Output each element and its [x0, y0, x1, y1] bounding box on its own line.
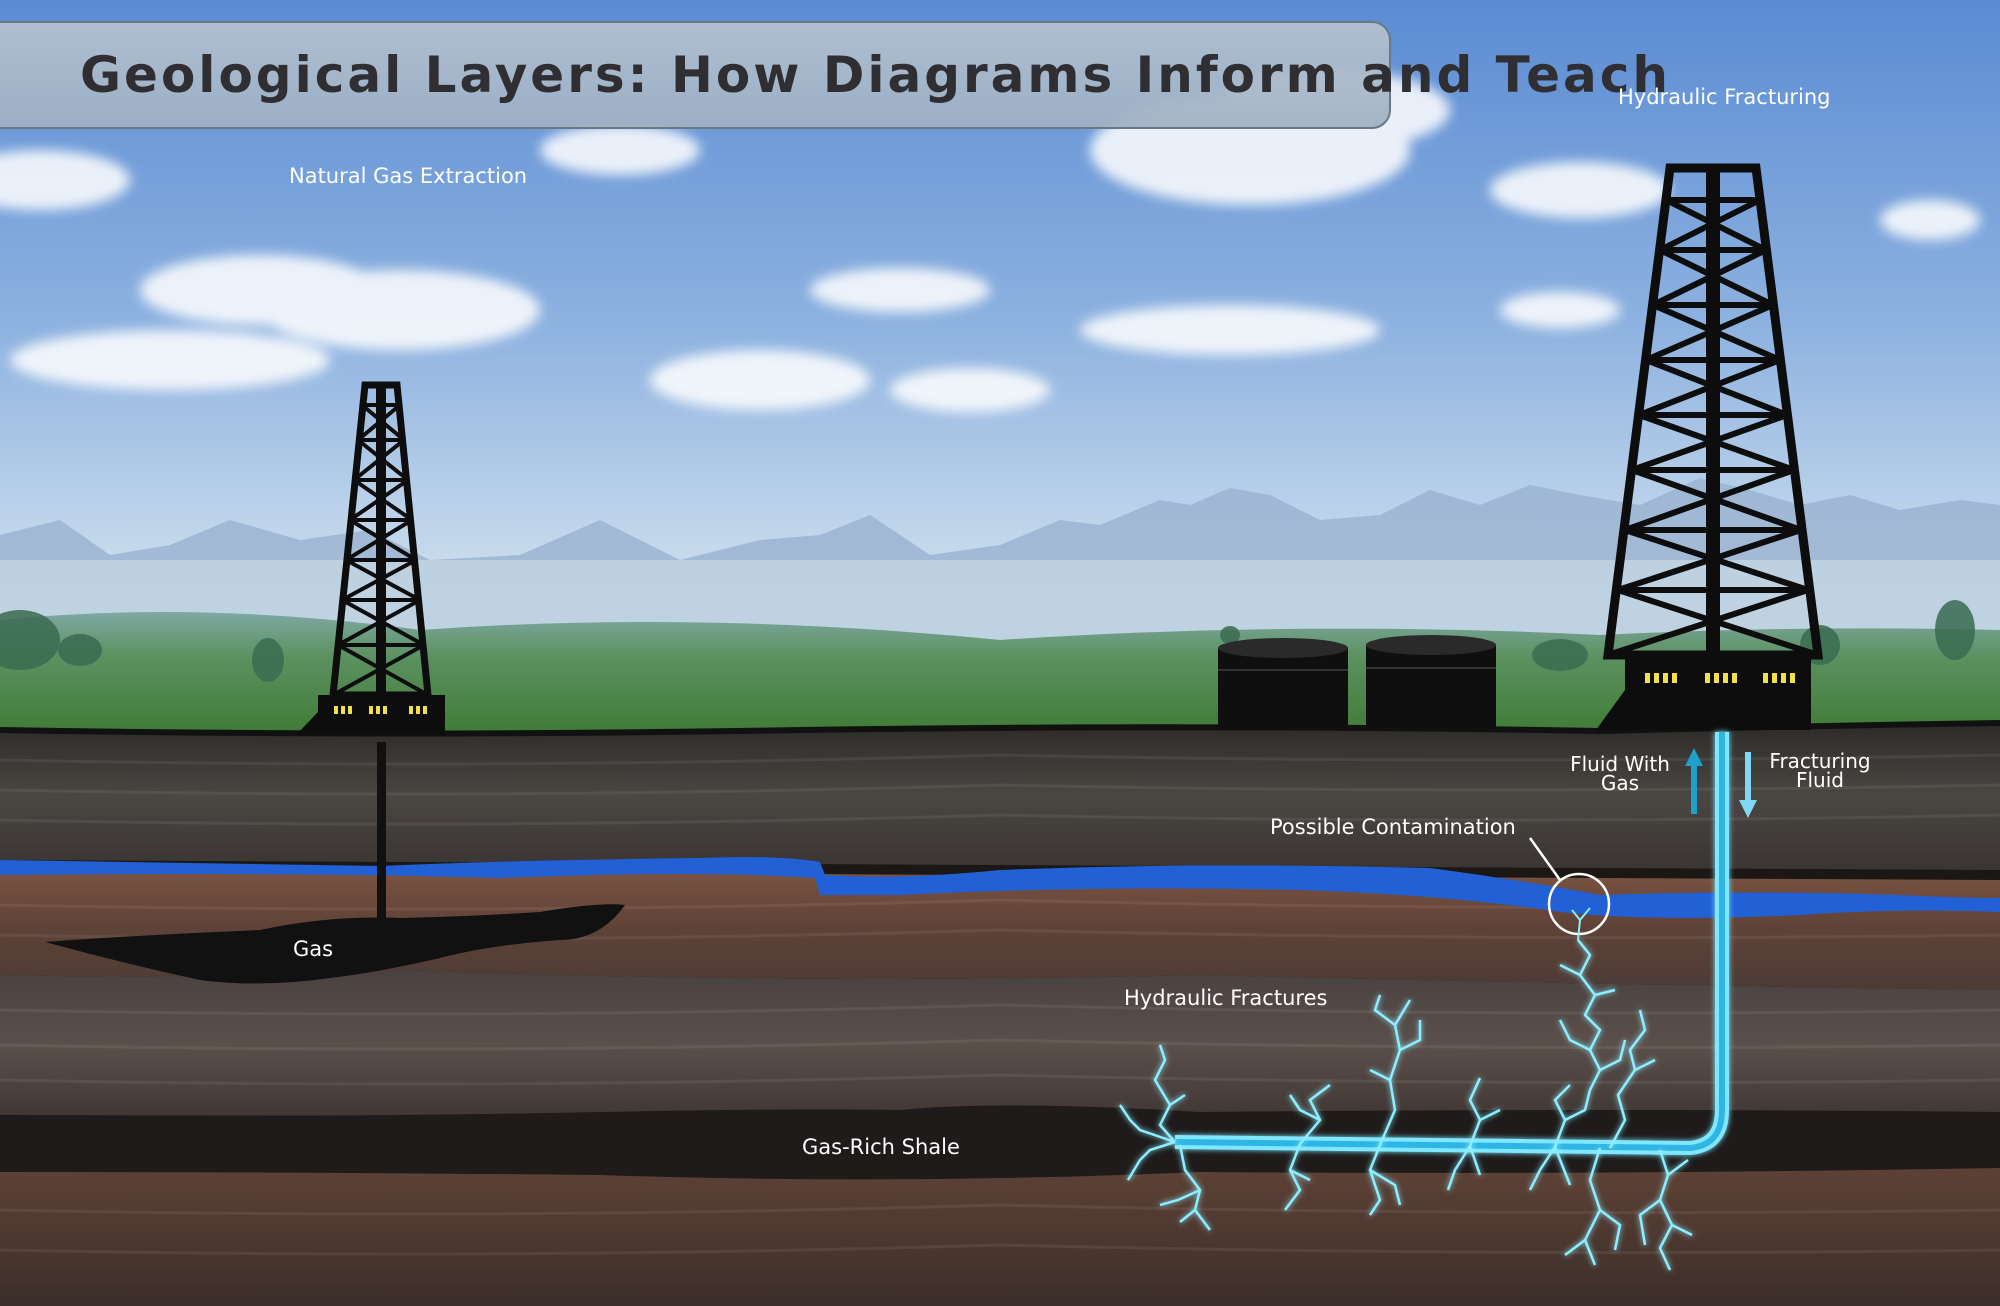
- label-fracturing-fluid-line2: Fluid: [1796, 768, 1844, 792]
- topsoil-layer: [0, 722, 2000, 870]
- label-gas: Gas: [293, 937, 333, 961]
- page-title: Geological Layers: How Diagrams Inform a…: [80, 46, 1671, 104]
- mid-rock-layer: [0, 970, 2000, 1120]
- label-possible-contamination: Possible Contamination: [1270, 815, 1516, 839]
- label-hydraulic-fracturing: Hydraulic Fracturing: [1618, 85, 1831, 109]
- label-fluid-with-gas-line2: Gas: [1601, 771, 1639, 795]
- label-gas-rich-shale: Gas-Rich Shale: [802, 1135, 960, 1159]
- deep-rock-layer: [0, 1168, 2000, 1306]
- label-natural-gas-extraction: Natural Gas Extraction: [289, 164, 527, 188]
- left-well-pipe: [377, 742, 386, 947]
- label-hydraulic-fractures: Hydraulic Fractures: [1124, 986, 1327, 1010]
